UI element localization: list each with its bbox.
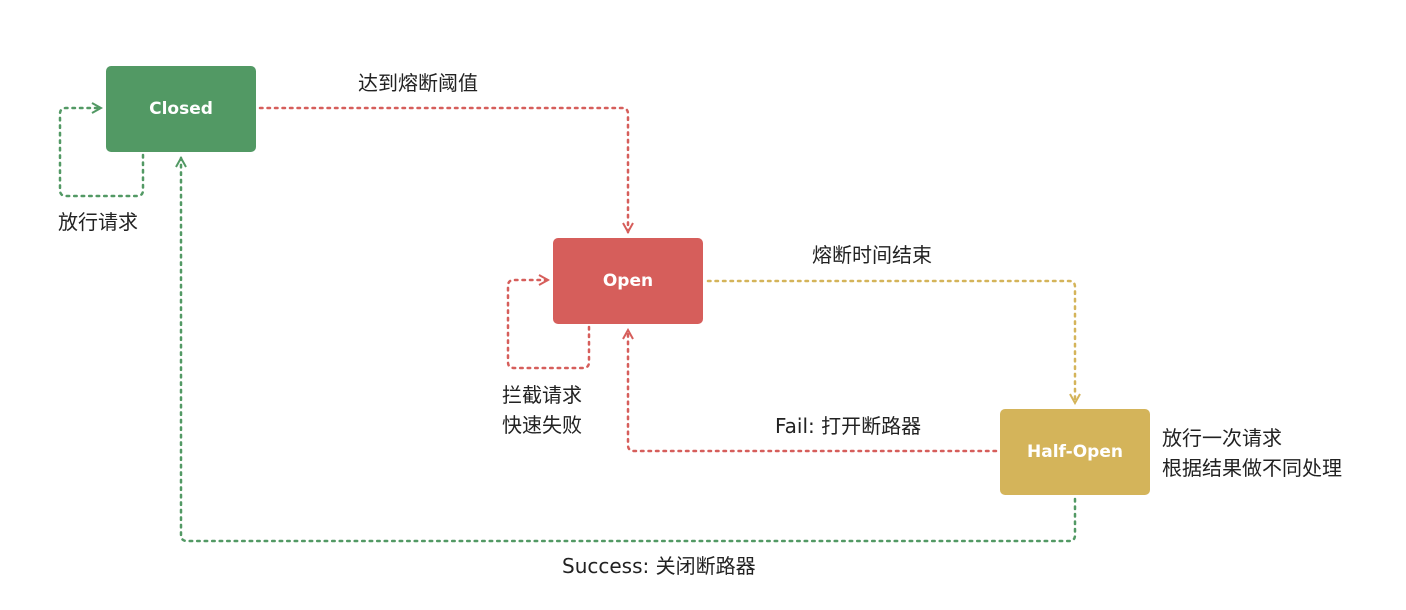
pass-request-label: 放行请求	[58, 210, 138, 234]
threshold-label: 达到熔断阈值	[358, 71, 478, 95]
half-open-to-closed-edge	[181, 158, 1077, 543]
open-state-label: Open	[602, 271, 654, 291]
open-state-node: Open	[553, 238, 703, 324]
timeout-label: 熔断时间结束	[812, 243, 932, 267]
half-open-to-open-edge	[628, 330, 998, 453]
half-open-note-label: 放行一次请求 根据结果做不同处理	[1162, 423, 1342, 483]
half-note-line-1: 放行一次请求	[1162, 426, 1282, 450]
fail-label: Fail: 打开断路器	[775, 414, 922, 438]
success-label: Success: 关闭断路器	[562, 554, 756, 578]
block-label-line-2: 快速失败	[502, 413, 582, 437]
half-open-state-label: Half-Open	[1027, 442, 1123, 462]
open-to-half-open-edge	[706, 279, 1075, 403]
block-request-label: 拦截请求 快速失败	[502, 380, 582, 440]
half-open-state-node: Half-Open	[1000, 409, 1150, 495]
open-self-loop-edge	[506, 280, 591, 370]
closed-to-open-edge	[258, 106, 628, 232]
half-note-line-2: 根据结果做不同处理	[1162, 456, 1342, 480]
closed-state-node: Closed	[106, 66, 256, 152]
closed-self-loop-edge	[58, 108, 145, 198]
closed-state-label: Closed	[149, 99, 213, 119]
block-label-line-1: 拦截请求	[502, 383, 582, 407]
